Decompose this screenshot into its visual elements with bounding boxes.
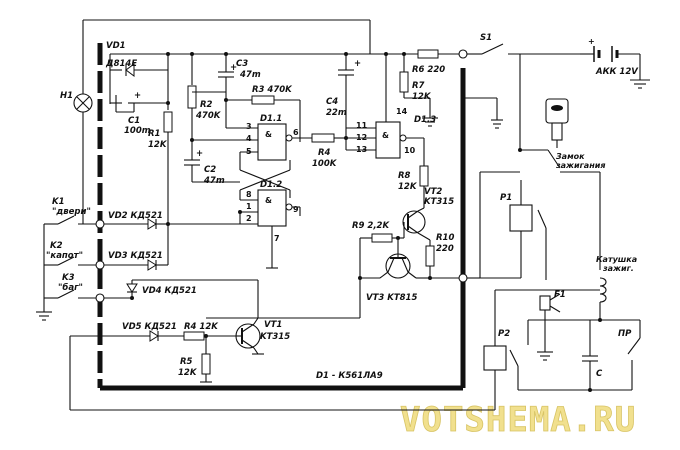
gate-d1-3 xyxy=(375,121,401,159)
c3-label: C3 xyxy=(236,59,248,69)
r9-label: R9 2,2K xyxy=(352,221,390,231)
lock-label-1: Замок xyxy=(556,152,585,161)
svg-text:+: + xyxy=(588,37,595,46)
svg-text:10: 10 xyxy=(404,146,416,155)
pr-label: ПР xyxy=(618,329,632,339)
r2-val: 470K xyxy=(195,111,222,121)
vt1-type: KT315 xyxy=(260,332,290,342)
watermark: VOTSHEMA.RU xyxy=(400,400,636,440)
r4a-val: 100K xyxy=(312,159,338,169)
relay-p2-coil xyxy=(483,345,507,371)
lamp-h1 xyxy=(73,93,93,113)
svg-text:+: + xyxy=(230,63,237,73)
coil-label-2: зажиг. xyxy=(602,264,634,273)
d11-label: D1.1 xyxy=(260,114,282,124)
vd1-type: Д814Е xyxy=(105,59,137,69)
vd1-label: VD1 xyxy=(106,41,126,51)
r8-val: 12K xyxy=(398,182,418,192)
r8-label: R8 xyxy=(398,171,411,181)
svg-text:+: + xyxy=(196,149,203,159)
r4b-label: R4 12K xyxy=(184,322,219,332)
c4-label: C4 xyxy=(326,97,338,107)
vd5-label: VD5 КД521 xyxy=(122,322,177,332)
k2-label: K2 xyxy=(50,241,63,251)
k3-label: K3 xyxy=(62,273,75,283)
k3-name: "баг" xyxy=(58,282,83,293)
c4-val: 22m xyxy=(326,108,347,118)
svg-text:&: & xyxy=(265,196,272,205)
svg-text:2: 2 xyxy=(246,214,252,223)
r3-label: R3 470K xyxy=(252,85,293,95)
c1-label: C1 xyxy=(128,116,140,126)
ignition-coil xyxy=(599,277,607,303)
transistor-vt2 xyxy=(402,210,426,234)
h1-label: H1 xyxy=(60,91,73,101)
junction-dots xyxy=(130,52,602,392)
svg-text:&: & xyxy=(265,130,272,139)
k1-label: K1 xyxy=(52,197,65,207)
vt1-label: VT1 xyxy=(264,320,282,330)
vd3-label: VD3 КД521 xyxy=(108,251,163,261)
svg-text:3: 3 xyxy=(246,122,252,131)
svg-text:11: 11 xyxy=(356,121,368,130)
c3-val: 47m xyxy=(239,70,261,80)
ic-title: D1 - К561ЛА9 xyxy=(316,371,383,381)
r10-val: 220 xyxy=(436,244,454,254)
relay-p1-label: P1 xyxy=(500,193,512,203)
coil-label-1: Катушка xyxy=(596,255,637,264)
svg-text:8: 8 xyxy=(246,190,252,199)
f1-label: F1 xyxy=(554,290,566,300)
svg-text:+: + xyxy=(134,91,141,101)
vd2-label: VD2 КД521 xyxy=(108,211,163,221)
svg-text:&: & xyxy=(382,131,389,140)
r1-val: 12K xyxy=(148,140,168,150)
svg-text:7: 7 xyxy=(274,234,280,243)
s1-label: S1 xyxy=(480,33,492,43)
d12-label: D1.2 xyxy=(260,180,282,190)
c-label: C xyxy=(596,369,603,379)
vt2-type: KT315 xyxy=(424,197,454,207)
r1-label: R1 xyxy=(148,129,160,139)
gate-d1-2 xyxy=(257,189,287,227)
r4a-label: R4 xyxy=(318,148,331,158)
c2-val: 47m xyxy=(203,176,225,186)
battery-symbol: + xyxy=(580,37,650,89)
gate-d1-1 xyxy=(257,123,287,161)
c1-val: 100m xyxy=(124,126,151,136)
k1-name: "двери" xyxy=(52,207,91,217)
r2-label: R2 xyxy=(200,100,213,110)
r5-label: R5 xyxy=(180,357,193,367)
d13-label: D1.3 xyxy=(414,115,436,125)
r7-val: 12K xyxy=(412,92,432,102)
vt3-label: VT3 KT815 xyxy=(366,293,417,303)
c2-label: C2 xyxy=(204,165,216,175)
svg-text:4: 4 xyxy=(246,134,252,143)
r6-label: R6 220 xyxy=(412,65,445,75)
lock-label-2: зажигания xyxy=(555,161,605,170)
board-outline xyxy=(97,43,466,391)
svg-text:6: 6 xyxy=(293,128,299,137)
relay-p1-coil xyxy=(509,204,533,232)
f1-switch xyxy=(539,295,551,311)
svg-text:14: 14 xyxy=(396,107,408,116)
r10-label: R10 xyxy=(436,233,454,243)
vt2-label: VT2 xyxy=(424,187,442,197)
ignition-key-icon xyxy=(545,98,569,148)
svg-text:9: 9 xyxy=(293,205,299,214)
relay-p2-label: P2 xyxy=(498,329,510,339)
svg-text:1: 1 xyxy=(246,202,252,211)
svg-text:+: + xyxy=(354,59,361,69)
battery-label: АКК 12V xyxy=(595,67,639,77)
vd4-label: VD4 КД521 xyxy=(142,286,197,296)
k2-name: "капот" xyxy=(46,251,83,261)
r7-label: R7 xyxy=(412,81,425,91)
r5-val: 12K xyxy=(178,368,198,378)
